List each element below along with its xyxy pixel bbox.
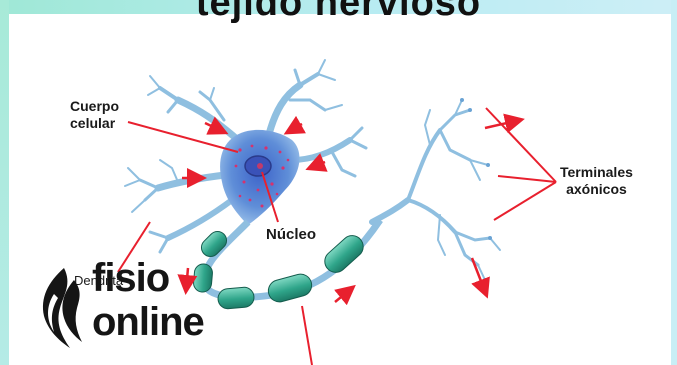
cell-body-label-line-2: celular [70, 115, 119, 132]
axon-terminals-label-line-1: Terminales [560, 164, 633, 181]
nucleus-label: Núcleo [266, 226, 316, 243]
axon-terminals-label: Terminales axónicos [560, 164, 633, 198]
cell-body-label: Cuerpo celular [70, 98, 119, 132]
cell-body-label-line-1: Cuerpo [70, 98, 119, 115]
fisio-online-logo: fisio online [34, 262, 224, 352]
axon-terminals-label-line-2: axónicos [560, 181, 633, 198]
logo-word-online: online [92, 300, 204, 345]
cell-body [220, 130, 299, 225]
axon-terminals [372, 98, 500, 282]
nucleolus [257, 163, 263, 169]
flame-logo-icon [34, 264, 84, 350]
logo-word-fisio: fisio [92, 256, 169, 301]
